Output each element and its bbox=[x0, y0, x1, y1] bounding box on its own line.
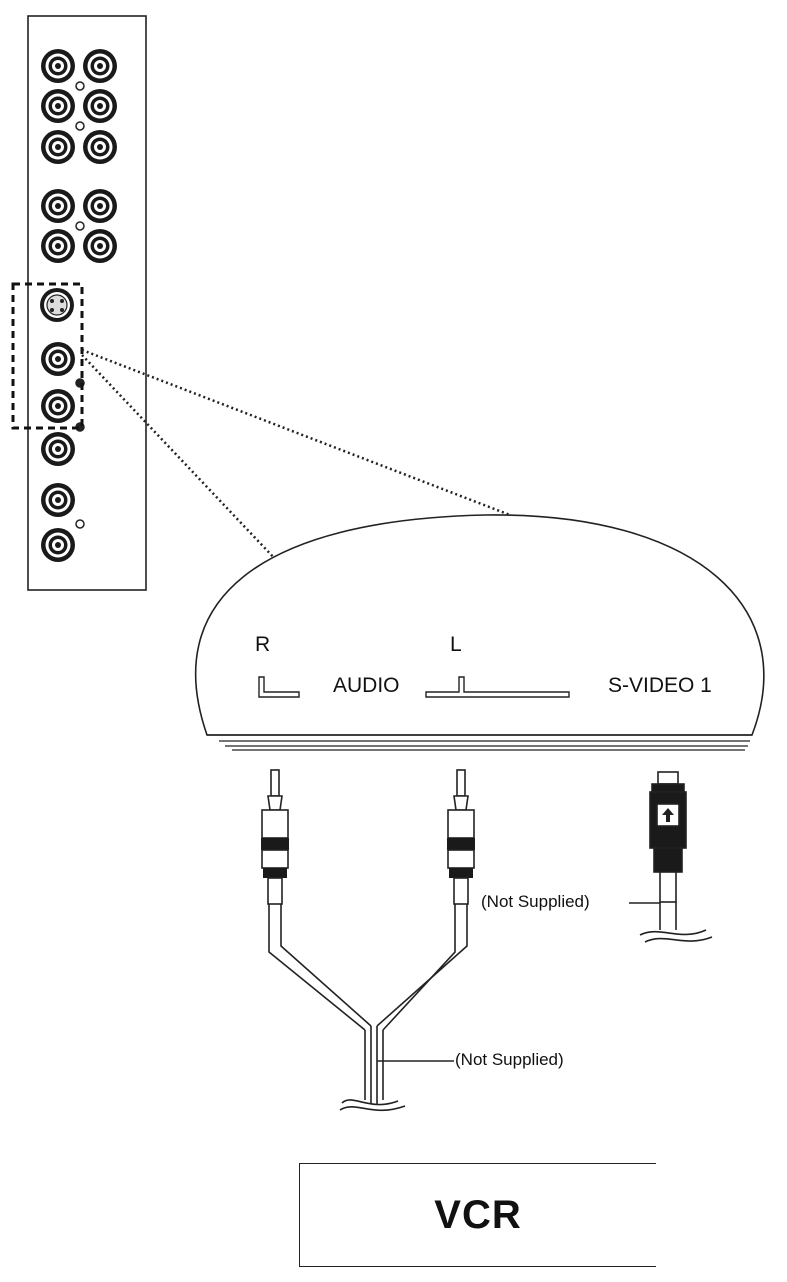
label-not-supplied-svideo: (Not Supplied) bbox=[481, 892, 590, 911]
label-svideo: S-VIDEO 1 bbox=[608, 674, 712, 697]
highlight-box bbox=[11, 282, 84, 430]
audio-cable bbox=[268, 904, 468, 1111]
magnified-panel bbox=[194, 514, 765, 751]
vcr-label: VCR bbox=[434, 1192, 522, 1237]
label-not-supplied-audio: (Not Supplied) bbox=[455, 1050, 564, 1069]
svideo-plug-icon bbox=[649, 771, 687, 903]
connector-bracket bbox=[258, 676, 570, 698]
label-l: L bbox=[450, 633, 462, 656]
label-audio: AUDIO bbox=[333, 674, 400, 697]
rca-plug-icon bbox=[260, 769, 290, 905]
vcr-box: VCR bbox=[299, 1163, 656, 1267]
svideo-jack-icon bbox=[40, 288, 74, 322]
zoom-lines bbox=[81, 348, 511, 563]
label-r: R bbox=[255, 633, 271, 656]
svideo-cable bbox=[639, 902, 713, 943]
rca-plug-icon bbox=[446, 769, 476, 905]
